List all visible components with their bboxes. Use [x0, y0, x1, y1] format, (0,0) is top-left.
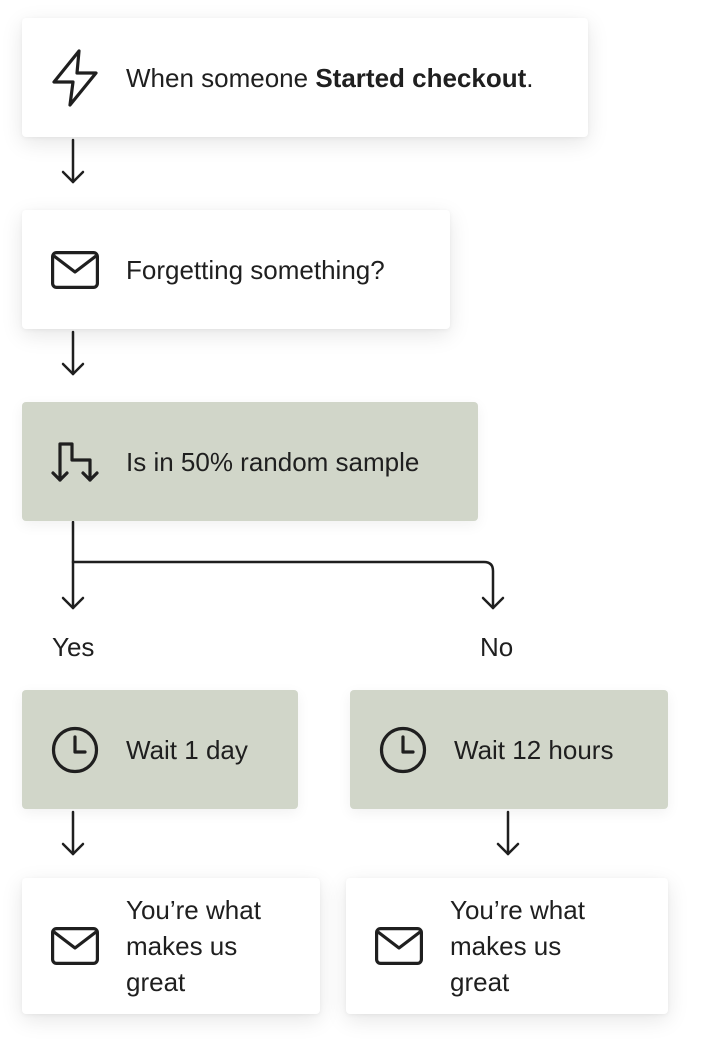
arrow-wait-yes-to-email [61, 810, 85, 856]
split-label: Is in 50% random sample [126, 446, 420, 477]
email-card-no[interactable]: You’re what makes us great [346, 878, 668, 1014]
wait-label: Wait 12 hours [454, 734, 614, 765]
trigger-card[interactable]: When someone Started checkout. [22, 18, 588, 137]
lightning-icon [50, 48, 100, 107]
arrow-wait-no-to-email [496, 810, 520, 856]
clock-icon [378, 725, 428, 775]
clock-icon [50, 725, 100, 775]
split-card[interactable]: Is in 50% random sample [22, 402, 478, 521]
email-subject: Forgetting something? [126, 254, 385, 285]
branch-label-yes: Yes [52, 632, 95, 662]
trigger-label: When someone Started checkout. [126, 62, 534, 93]
envelope-icon [50, 245, 100, 295]
split-branch-icon [50, 437, 100, 487]
arrow-split-to-yes [61, 520, 85, 610]
branch-label-no: No [480, 632, 514, 662]
envelope-icon [50, 921, 100, 971]
envelope-icon [374, 921, 424, 971]
arrow-trigger-to-email [61, 138, 85, 184]
email-card-forgetting[interactable]: Forgetting something? [22, 210, 450, 329]
wait-card-yes[interactable]: Wait 1 day [22, 690, 298, 809]
email-subject: You’re what makes us great [126, 895, 261, 997]
wait-card-no[interactable]: Wait 12 hours [350, 690, 668, 809]
email-subject: You’re what makes us great [450, 895, 585, 997]
arrow-email-to-split [61, 330, 85, 376]
trigger-event: Started checkout [315, 62, 527, 93]
email-card-yes[interactable]: You’re what makes us great [22, 878, 320, 1014]
arrow-split-to-no [71, 560, 505, 610]
wait-label: Wait 1 day [126, 734, 248, 765]
